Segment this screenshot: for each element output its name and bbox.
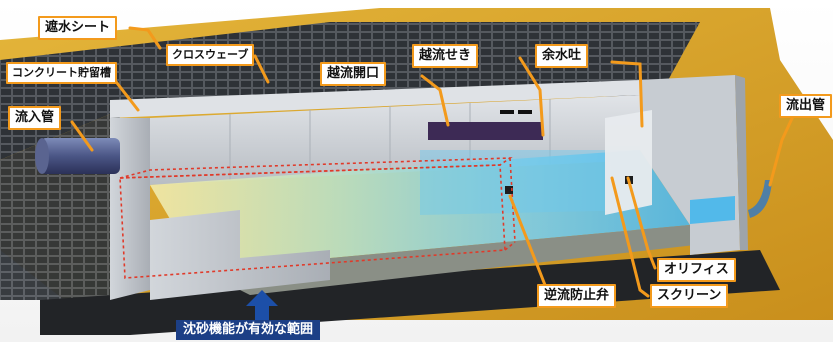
label-screen: スクリーン: [650, 284, 729, 308]
overflow-opening-slot: [428, 122, 543, 140]
tank-front-wall: [150, 210, 330, 300]
outlet-water: [690, 196, 735, 224]
label-overflow-weir: 越流せき: [412, 44, 479, 68]
label-concrete-tank: コンクリート貯留槽: [6, 62, 117, 84]
label-inflow-pipe: 流入管: [8, 106, 62, 130]
label-spillway: 余水吐: [535, 44, 589, 68]
label-backflow-valve: 逆流防止弁: [537, 284, 617, 308]
overflow-vents: [500, 110, 532, 114]
spillway-side: [735, 75, 748, 250]
label-outflow-pipe: 流出管: [779, 94, 833, 118]
backflow-valve-fitting: [505, 186, 513, 194]
stored-water: [150, 150, 690, 270]
label-sediment-range: 沈砂機能が有効な範囲: [176, 320, 321, 340]
label-shasui-sheet: 遮水シート: [38, 16, 118, 40]
spillway-plate: [605, 110, 652, 215]
label-orifice: オリフィス: [657, 258, 736, 282]
inflow-pipe-end: [35, 138, 49, 174]
outflow-pipe-shape: [748, 180, 772, 218]
tank-top-lid: [110, 80, 640, 118]
label-overflow-opening: 越流開口: [320, 62, 387, 86]
inflow-pipe-shape: [40, 138, 120, 174]
up-arrow-icon: [246, 290, 278, 322]
label-cross-wave: クロスウェーブ: [166, 44, 255, 66]
tank-floor: [200, 225, 740, 295]
base-slab-shadow: [40, 250, 780, 335]
